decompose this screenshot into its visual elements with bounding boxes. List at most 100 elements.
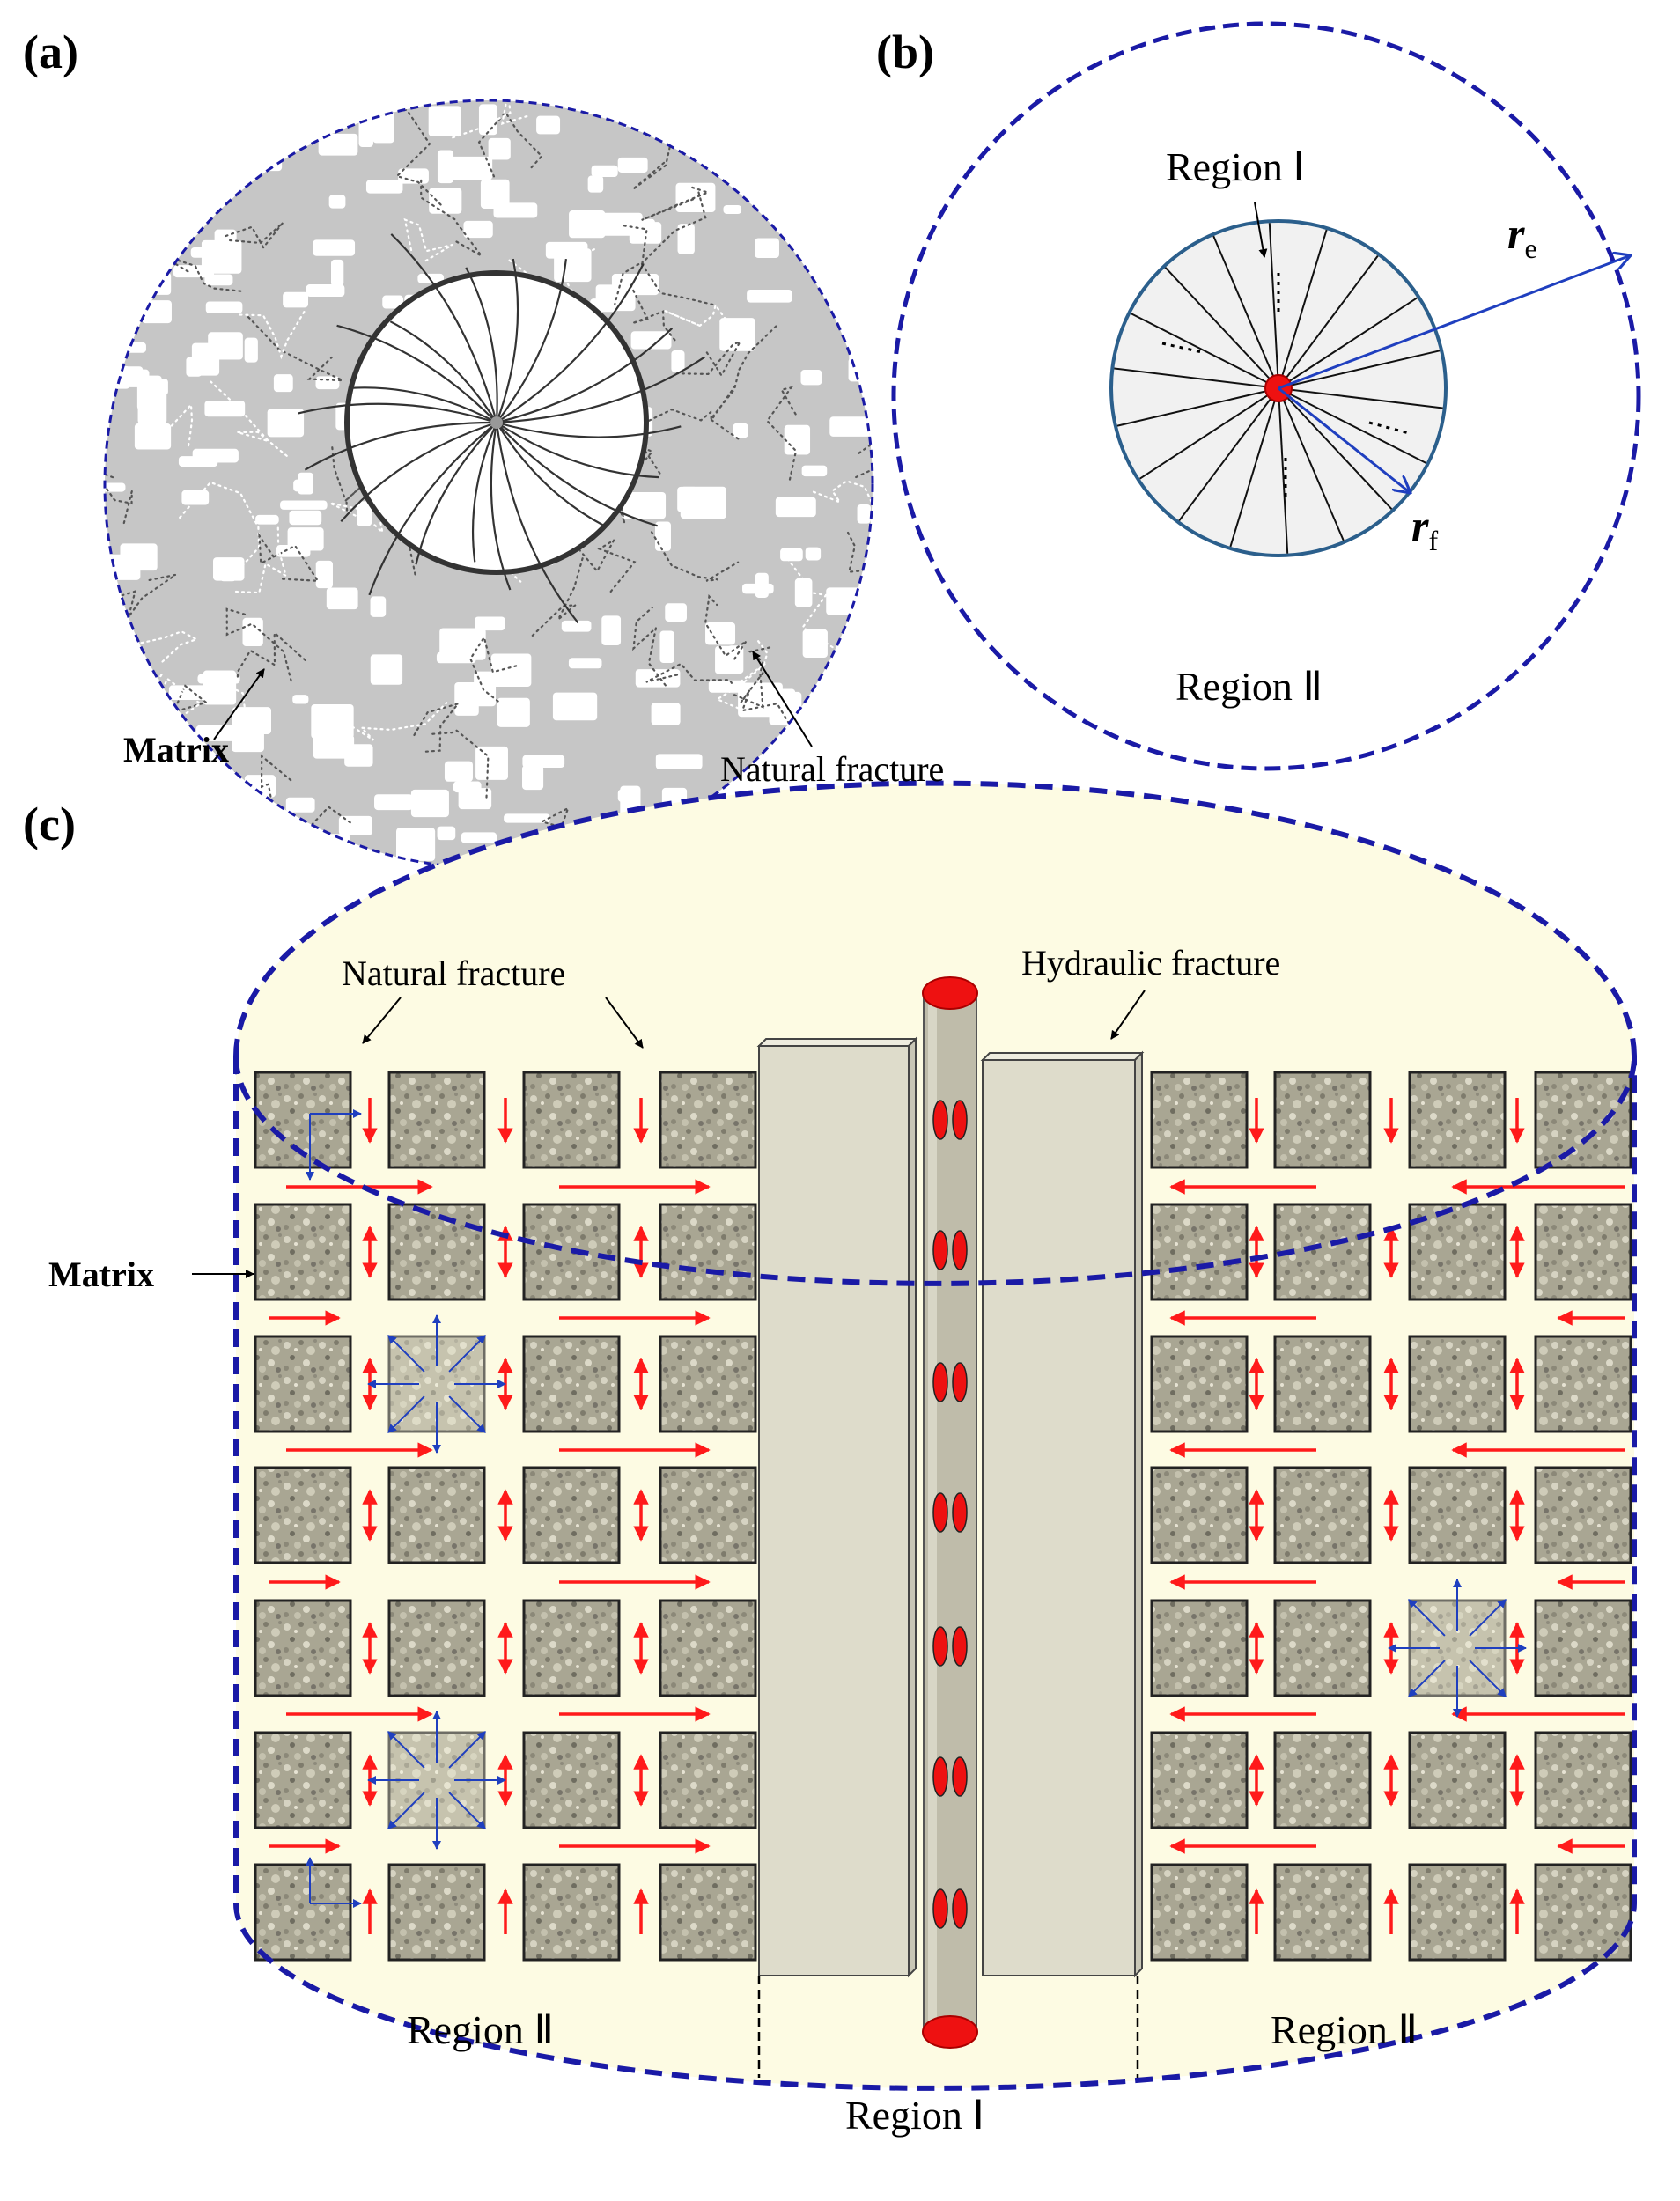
natural-fracture-trace xyxy=(105,438,106,504)
region-2-left-label-c: Region Ⅱ xyxy=(407,2007,555,2052)
rock-pore xyxy=(800,370,822,386)
matrix-block xyxy=(1273,1731,1372,1829)
natural-fracture-trace xyxy=(225,222,284,250)
hydraulic-fracture-label-c: Hydraulic fracture xyxy=(1021,943,1281,983)
region-2-label-b: Region Ⅱ xyxy=(1175,664,1323,709)
rock-pore xyxy=(867,162,873,173)
rock-pore xyxy=(437,150,454,184)
rock-pore xyxy=(446,156,493,180)
natural-fracture-trace xyxy=(236,630,306,678)
radial-fracture-line xyxy=(1268,223,1279,389)
rock-pore xyxy=(256,839,290,868)
rock-pore xyxy=(285,797,315,813)
radial-fracture-line xyxy=(1278,255,1379,389)
rock-pore xyxy=(201,239,242,274)
rock-pore xyxy=(848,357,873,382)
hydraulic-fracture-branch xyxy=(352,386,497,423)
perforation xyxy=(932,1492,948,1533)
rock-pore xyxy=(255,514,279,525)
natural-fracture-trace xyxy=(162,833,199,868)
natural-fracture-label-a: Natural fracture xyxy=(720,749,945,789)
natural-fracture-trace xyxy=(117,573,177,618)
rock-pore xyxy=(651,703,681,725)
reservoir-cylinder-top-edge xyxy=(233,780,1637,1057)
natural-fracture-trace xyxy=(351,702,448,741)
natural-fracture-trace xyxy=(129,129,161,190)
rock-pore xyxy=(338,815,372,835)
perforation xyxy=(932,1362,948,1402)
rock-pore xyxy=(857,504,871,524)
rock-pore xyxy=(621,491,667,519)
rock-pore xyxy=(615,102,629,117)
perforation xyxy=(952,1100,968,1140)
natural-fracture-trace xyxy=(531,557,584,637)
matrix-label-c: Matrix xyxy=(48,1255,154,1294)
hydraulic-fracture-branch xyxy=(496,258,567,423)
matrix-block xyxy=(659,1466,757,1564)
rock-pore xyxy=(280,500,328,510)
perforation xyxy=(952,1626,968,1667)
rock-pore xyxy=(794,199,812,214)
natural-fracture-trace xyxy=(105,107,166,164)
natural-fracture-pointer-arrow xyxy=(752,651,813,747)
matrix-block xyxy=(1534,1203,1632,1301)
matrix-block xyxy=(1150,1466,1249,1564)
rock-pore xyxy=(314,834,350,868)
natural-fracture-trace xyxy=(251,754,292,820)
region-1-pointer-arrow xyxy=(1254,202,1268,258)
natural-fracture-trace xyxy=(614,261,714,305)
natural-fracture-trace xyxy=(232,526,288,594)
rock-pore xyxy=(461,832,497,843)
rock-pore xyxy=(232,878,260,893)
matrix-block xyxy=(659,1335,757,1433)
rock-pore xyxy=(873,387,910,420)
matrix-block xyxy=(1150,1335,1249,1433)
natural-fracture-trace xyxy=(829,41,869,99)
hydraulic-fracture-branch xyxy=(496,328,674,424)
matrix-label-a: Matrix xyxy=(123,730,229,769)
radial-fracture-line xyxy=(1278,350,1441,389)
rock-pore xyxy=(242,617,263,647)
natural-fracture-trace xyxy=(420,177,483,257)
natural-fracture-trace xyxy=(632,607,667,687)
rock-pore xyxy=(874,463,888,495)
rock-pore xyxy=(311,703,354,740)
region-1-label-b: Region Ⅰ xyxy=(1166,144,1305,189)
rock-pore xyxy=(867,322,873,336)
matrix-block xyxy=(522,1071,621,1169)
rock-pore xyxy=(293,479,308,492)
rock-pore xyxy=(318,133,358,156)
re-symbol: r xyxy=(1507,209,1525,258)
rock-pore xyxy=(635,669,681,688)
rock-pore xyxy=(591,165,618,177)
hydraulic-fracture-branches xyxy=(298,233,705,624)
matrix-block xyxy=(1150,1731,1249,1829)
rock-pore xyxy=(815,253,862,283)
rock-pore xyxy=(869,237,873,247)
rock-pore xyxy=(313,239,356,256)
rock-pore xyxy=(158,794,173,806)
rock-pore xyxy=(623,100,653,118)
natural-fracture-pointer-2 xyxy=(605,997,644,1049)
radial-fracture-line xyxy=(1212,235,1279,389)
rock-pore xyxy=(475,746,508,780)
re-radius-arrow xyxy=(1278,255,1631,390)
hydraulic-fracture-branch xyxy=(340,421,497,523)
hydraulic-fracture-branch xyxy=(490,422,512,591)
rock-pore xyxy=(770,121,784,156)
rock-pore xyxy=(328,195,346,209)
hydraulic-fracture-pointer xyxy=(1110,990,1146,1040)
region-1-label-c: Region Ⅰ xyxy=(845,2093,984,2138)
rock-pore xyxy=(802,629,828,658)
matrix-block xyxy=(522,1335,621,1433)
natural-fracture-trace xyxy=(623,100,691,128)
rock-pore xyxy=(436,651,476,664)
radial-fracture-line xyxy=(1278,387,1443,409)
rock-pore xyxy=(204,401,246,417)
panel-c-diagram xyxy=(192,780,1637,2091)
rock-pore xyxy=(859,180,873,213)
panel-c-label: (c) xyxy=(23,798,76,850)
rock-pore xyxy=(522,755,565,769)
rf-label: rf xyxy=(1411,500,1438,557)
rock-pore xyxy=(478,104,497,136)
